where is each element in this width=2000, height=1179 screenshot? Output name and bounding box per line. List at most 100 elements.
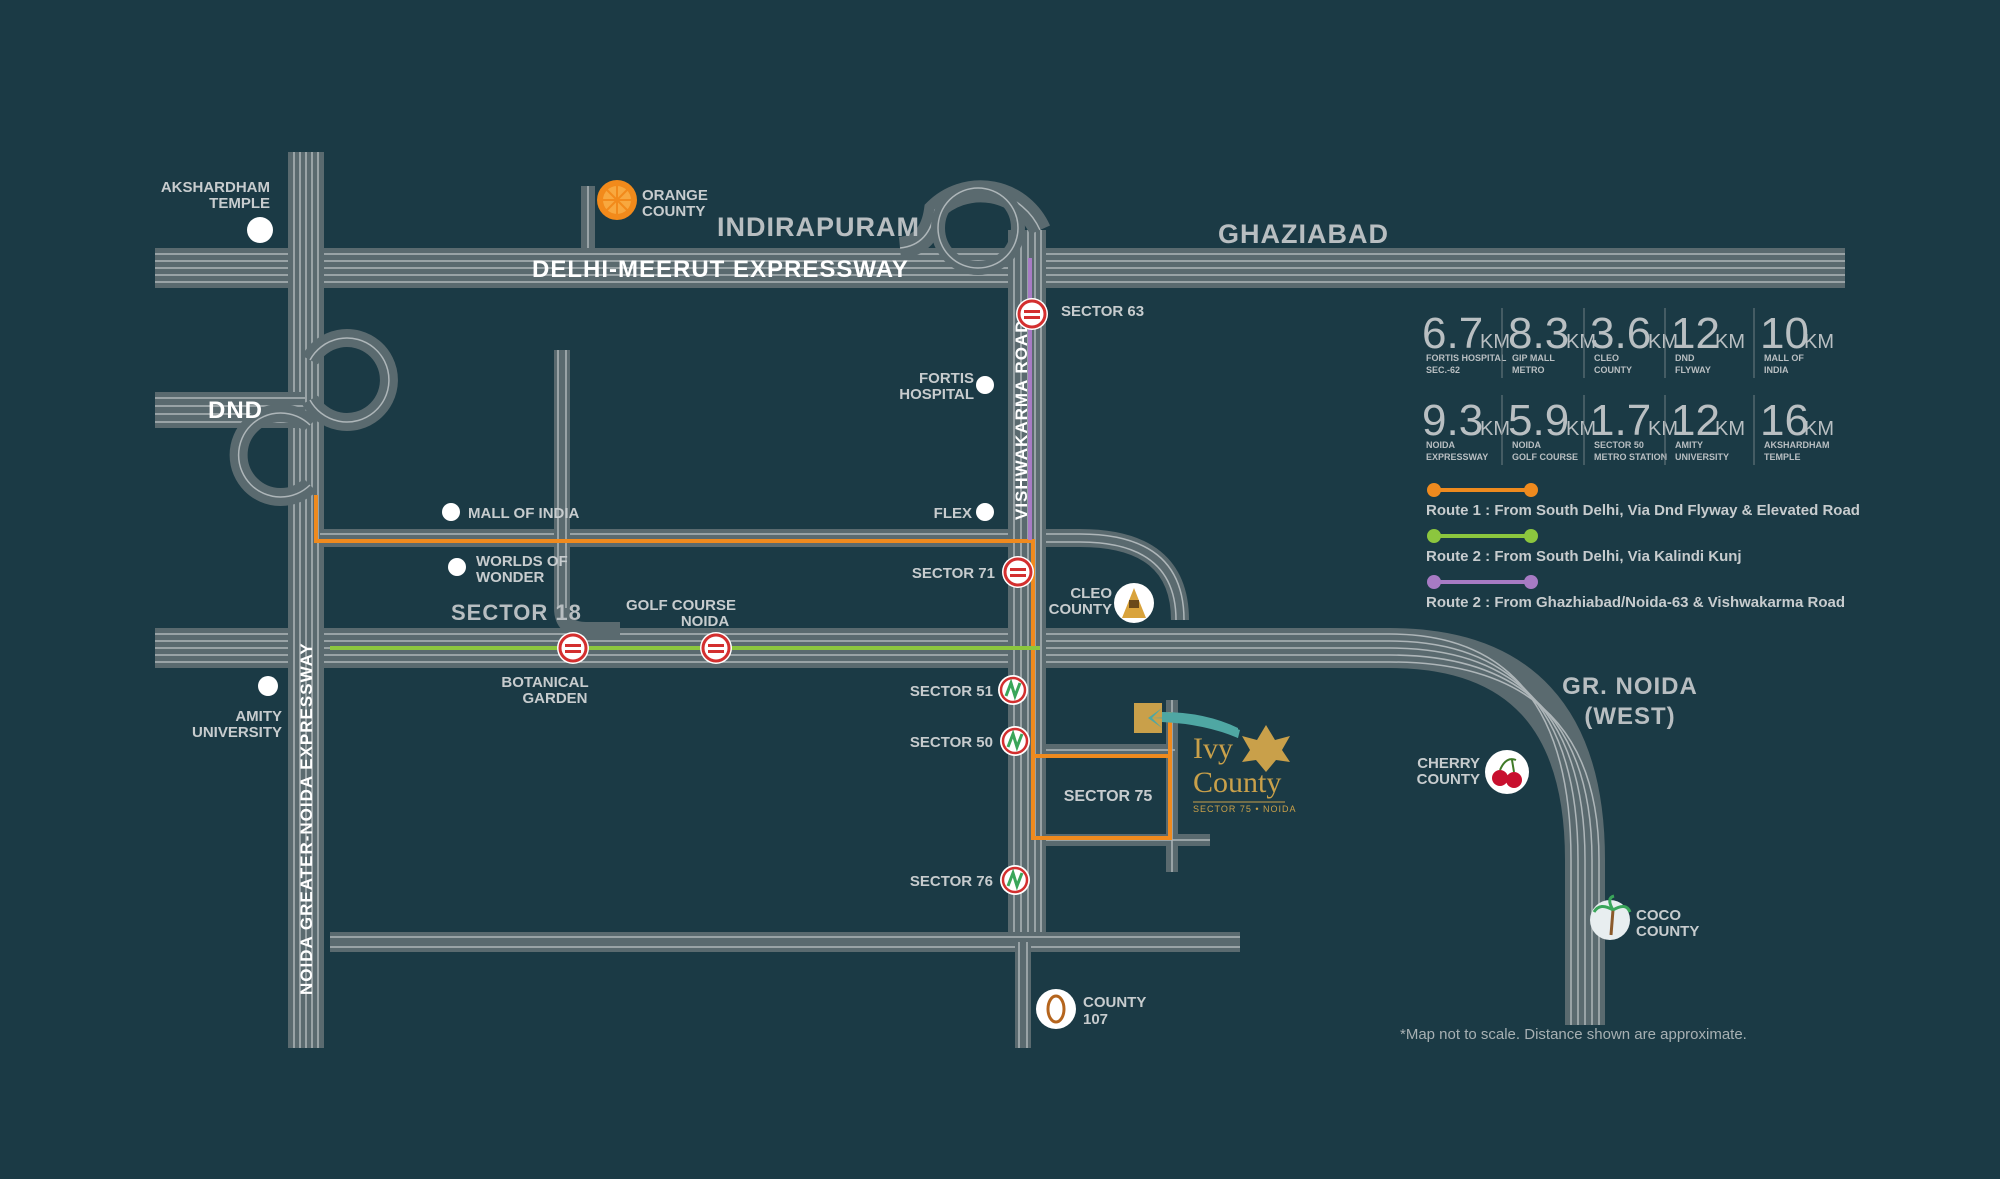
flex-label: FLEX [934, 505, 972, 522]
mall-of-india-marker [442, 503, 460, 521]
road-network [155, 152, 1845, 1048]
legend-swatch-dot [1524, 529, 1538, 543]
gr-noida-label-1: GR. NOIDA [1562, 673, 1698, 700]
leaf-icon [1242, 725, 1290, 772]
botanical-metro-icon [555, 630, 591, 666]
botanical-label-2: GARDEN [522, 690, 587, 707]
distance-label: DND [1675, 353, 1695, 363]
fortis-marker [976, 376, 994, 394]
distance-unit: KM [1566, 418, 1596, 440]
distance-value: 9.3 [1422, 396, 1483, 445]
coco-county-label-2: COUNTY [1636, 923, 1699, 940]
cherry-icon [1485, 750, 1529, 794]
distance-label: NOIDA [1426, 440, 1456, 450]
distance-unit: KM [1804, 418, 1834, 440]
distance-value: 3.6 [1590, 309, 1651, 358]
legend-swatch-dot [1427, 483, 1441, 497]
distance-value: 12 [1671, 309, 1720, 358]
distance-label: SECTOR 50 [1594, 440, 1644, 450]
amity-marker [258, 676, 278, 696]
county-107-label-2: 107 [1083, 1011, 1108, 1028]
distance-unit: KM [1715, 418, 1745, 440]
county-107-icon [1036, 989, 1076, 1029]
distance-unit: KM [1804, 331, 1834, 353]
greater-noida-west-road [155, 628, 1605, 1025]
distance-label: NOIDA [1512, 440, 1542, 450]
distance-value: 12 [1671, 396, 1720, 445]
sector-63-metro-icon [1014, 296, 1050, 332]
distance-unit: KM [1715, 331, 1745, 353]
sector-76-label: SECTOR 76 [910, 873, 993, 890]
amity-label-2: UNIVERSITY [192, 724, 282, 741]
akshardham-marker [247, 217, 273, 243]
cleo-county-label-1: CLEO [1070, 585, 1112, 602]
sector-76-aqua-icon [998, 863, 1032, 897]
brand-tagline: SECTOR 75 • NOIDA [1193, 804, 1297, 814]
legend-label: Route 2 : From Ghazhiabad/Noida-63 & Vis… [1426, 594, 1845, 611]
distance-label: TEMPLE [1764, 452, 1801, 462]
distance-label: AKSHARDHAM [1764, 440, 1830, 450]
legend-swatch-dot [1524, 575, 1538, 589]
distance-label: SEC.-62 [1426, 365, 1460, 375]
distance-label: MALL OF [1764, 353, 1804, 363]
orange-county-label-2: COUNTY [642, 203, 705, 220]
legend-label: Route 2 : From South Delhi, Via Kalindi … [1426, 548, 1742, 565]
distance-label: GOLF COURSE [1512, 452, 1578, 462]
sector-18-label: SECTOR 18 [451, 600, 582, 625]
cherry-county-label-1: CHERRY [1417, 755, 1480, 772]
akshardham-label-1: AKSHARDHAM [161, 179, 270, 196]
legend-swatch-dot [1427, 529, 1441, 543]
dnd-label: DND [208, 397, 263, 424]
flex-marker [976, 503, 994, 521]
scale-note: *Map not to scale. Distance shown are ap… [1400, 1026, 1747, 1043]
distance-label: METRO [1512, 365, 1545, 375]
golf-course-label-2: NOIDA [681, 613, 730, 630]
legend-item: Route 2 : From South Delhi, Via Kalindi … [1426, 529, 1742, 565]
distance-unit: KM [1480, 331, 1510, 353]
brand-county: County [1193, 766, 1281, 799]
coco-county-label-1: COCO [1636, 907, 1681, 924]
brand-ivy: Ivy [1193, 732, 1233, 765]
legend-swatch-dot [1524, 483, 1538, 497]
distance-unit: KM [1648, 331, 1678, 353]
distance-label: METRO STATION [1594, 452, 1667, 462]
cherry-county-label-2: COUNTY [1417, 771, 1480, 788]
legend-item: Route 2 : From Ghazhiabad/Noida-63 & Vis… [1426, 575, 1845, 611]
distance-unit: KM [1648, 418, 1678, 440]
sector-50-aqua-icon [998, 724, 1032, 758]
distance-label: COUNTY [1594, 365, 1632, 375]
delhi-meerut-expressway-label: DELHI-MEERUT EXPRESSWAY [532, 256, 909, 283]
county-107-label-1: COUNTY [1083, 994, 1146, 1011]
distance-unit: KM [1566, 331, 1596, 353]
sphinx-icon [1114, 583, 1154, 623]
fortis-label-2: HOSPITAL [899, 386, 974, 403]
orange-county-label-1: ORANGE [642, 187, 708, 204]
sector-51-aqua-icon [996, 673, 1030, 707]
sector-50-label: SECTOR 50 [910, 734, 993, 751]
distance-label: GIP MALL [1512, 353, 1555, 363]
distance-label: AMITY [1675, 440, 1703, 450]
distance-label: EXPRESSWAY [1426, 452, 1488, 462]
legend-item: Route 1 : From South Delhi, Via Dnd Flyw… [1426, 483, 1860, 519]
legend-label: Route 1 : From South Delhi, Via Dnd Flyw… [1426, 502, 1860, 519]
distance-label: FORTIS HOSPITAL [1426, 353, 1507, 363]
distance-value: 1.7 [1590, 396, 1651, 445]
distance-value: 6.7 [1422, 309, 1483, 358]
worlds-of-wonder-label-2: WONDER [476, 569, 544, 586]
sector-75-label: SECTOR 75 [1064, 788, 1153, 805]
distance-item: 1.7KM SECTOR 50 METRO STATION [1583, 395, 1678, 465]
worlds-of-wonder-marker [448, 558, 466, 576]
botanical-label-1: BOTANICAL [501, 674, 588, 691]
worlds-of-wonder-label-1: WORLDS OF [476, 553, 568, 570]
distance-value: 5.9 [1508, 396, 1569, 445]
distance-label: INDIA [1764, 365, 1789, 375]
vishwakarma-road-label: VISHWAKARMA ROAD [1012, 320, 1031, 520]
